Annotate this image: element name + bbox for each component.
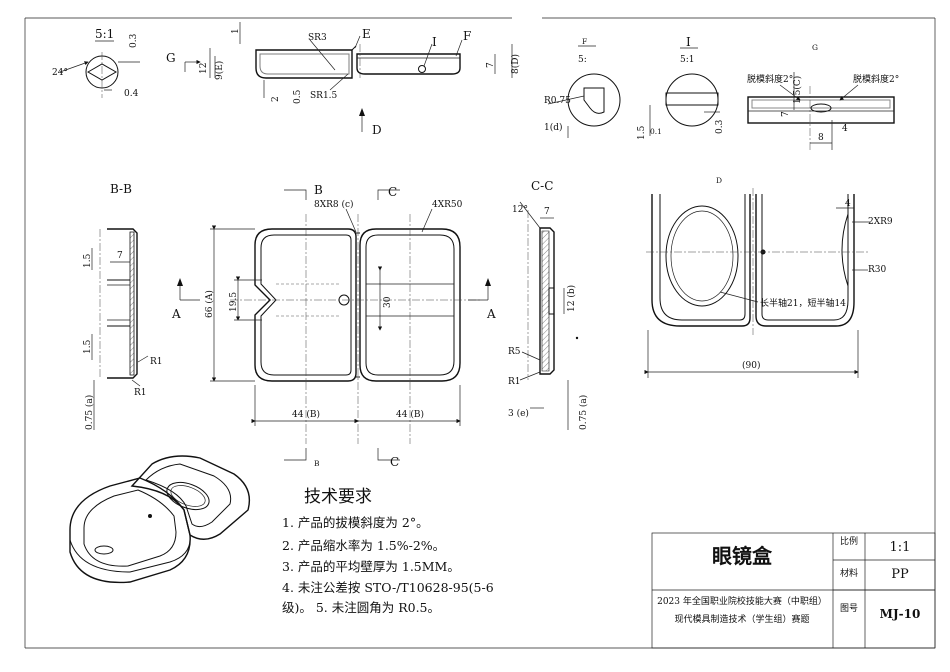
view-d-title: D [716,176,722,185]
dim-12-b: 12 (b) [566,285,577,312]
dim-12: 12 [199,63,209,74]
dim-1-5: 1.5 [637,125,647,140]
technical-requirements: 技术要求 1. 产品的拔模斜度为 2°。 2. 产品缩水率为 1.5%-2%。 … [282,487,494,615]
dim-0-3: 0.3 [129,33,139,48]
dim-2: 2 [271,96,281,102]
angle-12: 12° [512,205,528,215]
requirement-item-4: 4. 未注公差按 STO-/T10628-95(5-6 [282,580,494,595]
detail-f-scale: 5: [578,55,587,65]
dim-0-75-a: 0.75 (a) [578,395,589,430]
dim-90: (90) [742,360,760,371]
section-view-b-b: B-B 1.5 7 1.5 R1 R1 0.75 (a) [83,182,163,430]
label-i: I [432,35,437,49]
scale-value: 1:1 [890,540,911,555]
label-2xr9: 2XR9 [868,217,893,227]
label-a-right: A [486,307,496,321]
dim-8: 8 [818,133,824,143]
detail-i-scale: 5:1 [680,55,694,65]
dim-44-right: 44 (B) [396,409,424,420]
dim-1-d: 1(d) [544,122,563,133]
label-b-bottom: B [314,459,320,468]
label-c-top: C [388,185,397,199]
main-plan-view: B C 8XR8 (c) 4XR50 A A [171,183,496,469]
section-view-c-c: C-C 12° 7 12 (b) R5 R1 3 (e) 0.75 (a) [508,179,589,430]
dim-30: 30 [383,296,393,308]
label-r30: R30 [868,265,887,275]
scale-label: 比例 [840,535,858,547]
requirement-item-5: 级)。 5. 未注圆角为 R0.5。 [282,600,440,615]
drawing-no-label: 图号 [840,603,858,614]
label-a-left: A [171,307,181,321]
label-sr1-5: SR1.5 [310,91,338,101]
dim-7: 7 [544,207,550,217]
label-c-bottom: C [390,455,399,469]
label-e: E [362,27,371,41]
dim-0-75-a: 0.75 (a) [84,395,95,430]
requirements-heading: 技术要求 [304,487,372,507]
dim-66-a: 66 (A) [204,290,215,318]
dim-19-5: 19.5 [229,292,239,312]
dim-1: 1 [231,28,241,34]
label-f: F [463,29,471,43]
angle-label: 24° [52,68,68,78]
detail-i-letter: I [686,35,691,49]
label-4xr50: 4XR50 [432,200,463,210]
draft-angle-left: 脱模斜度2° [747,73,793,85]
dim-1-5-top: 1.5 [83,253,93,268]
dim-0-5: 0.5 [293,89,303,104]
isometric-view [69,455,251,584]
contest-line-1: 2023 年全国职业院校技能大赛（中职组） [657,595,827,607]
section-b-b-title: B-B [110,182,132,196]
r1: R1 [508,377,521,387]
dim-7: 7 [781,111,791,117]
label-d: D [372,123,382,137]
detail-view-top-left: 5:1 24° 0.3 0.4 [52,27,140,99]
drawing-border [24,17,936,649]
dim-3-e: 3 (e) [508,408,529,419]
label-g: G [166,51,176,65]
title-block: 眼镜盒 比例 1:1 材料 PP 2023 年全国职业院校技能大赛（中职组） 现… [651,532,936,649]
dim-0-3: 0.3 [715,119,725,134]
r0-75: R0.75 [544,96,571,106]
dim-1-5-bottom: 1.5 [83,339,93,354]
dim-44-left: 44 (B) [292,409,320,420]
view-d: D 4 2XR9 R30 长半轴21，短半轴14 (90) [644,176,893,378]
dim-0-4: 0.4 [124,89,139,99]
top-section-view: G 12 9(E) 1 2 0.5 SR3 SR1.5 E I F 7 [166,22,521,137]
dim-7: 7 [117,251,123,261]
detail-f-letter: F [582,37,587,46]
section-c-c-title: C-C [531,179,553,193]
r5: R5 [508,347,521,357]
r1-lower: R1 [134,388,147,398]
part-name: 眼镜盒 [712,544,773,568]
detail-g-letter: G [812,43,818,52]
detail-view-g: G 脱模斜度2° 脱模斜度2° 1.5(C) 7 8 4 [747,43,899,150]
detail-scale-label: 5:1 [95,27,114,41]
label-sr3: SR3 [308,33,327,43]
dim-4: 4 [842,124,848,134]
label-8xr8: 8XR8 (c) [314,199,354,210]
r1-upper: R1 [150,357,163,367]
draft-angle-right: 脱模斜度2° [853,73,899,85]
dim-1-5-c: 1.5(C) [792,76,803,104]
label-b-top: B [314,183,323,197]
drawing-no-value: MJ-10 [880,607,921,621]
detail-view-f: F 5: R0.75 1(d) [544,37,621,138]
material-label: 材料 [840,567,858,579]
dim-0-1: 0.1 [650,127,662,136]
dim-4: 4 [845,199,851,209]
dim-8-d: 8(D) [510,54,521,74]
requirement-item-1: 1. 产品的拔模斜度为 2°。 [282,515,429,530]
requirement-item-2: 2. 产品缩水率为 1.5%-2%。 [282,538,445,553]
dim-7: 7 [486,62,496,68]
contest-line-2: 现代模具制造技术（学生组）赛题 [674,613,809,625]
requirement-item-3: 3. 产品的平均壁厚为 1.5MM。 [282,559,460,574]
detail-view-i: I 5:1 1.5 0.1 0.3 [637,35,725,140]
dim-9-e: 9(E) [214,61,225,80]
material-value: PP [891,567,909,582]
ellipse-note: 长半轴21，短半轴14 [760,297,846,309]
